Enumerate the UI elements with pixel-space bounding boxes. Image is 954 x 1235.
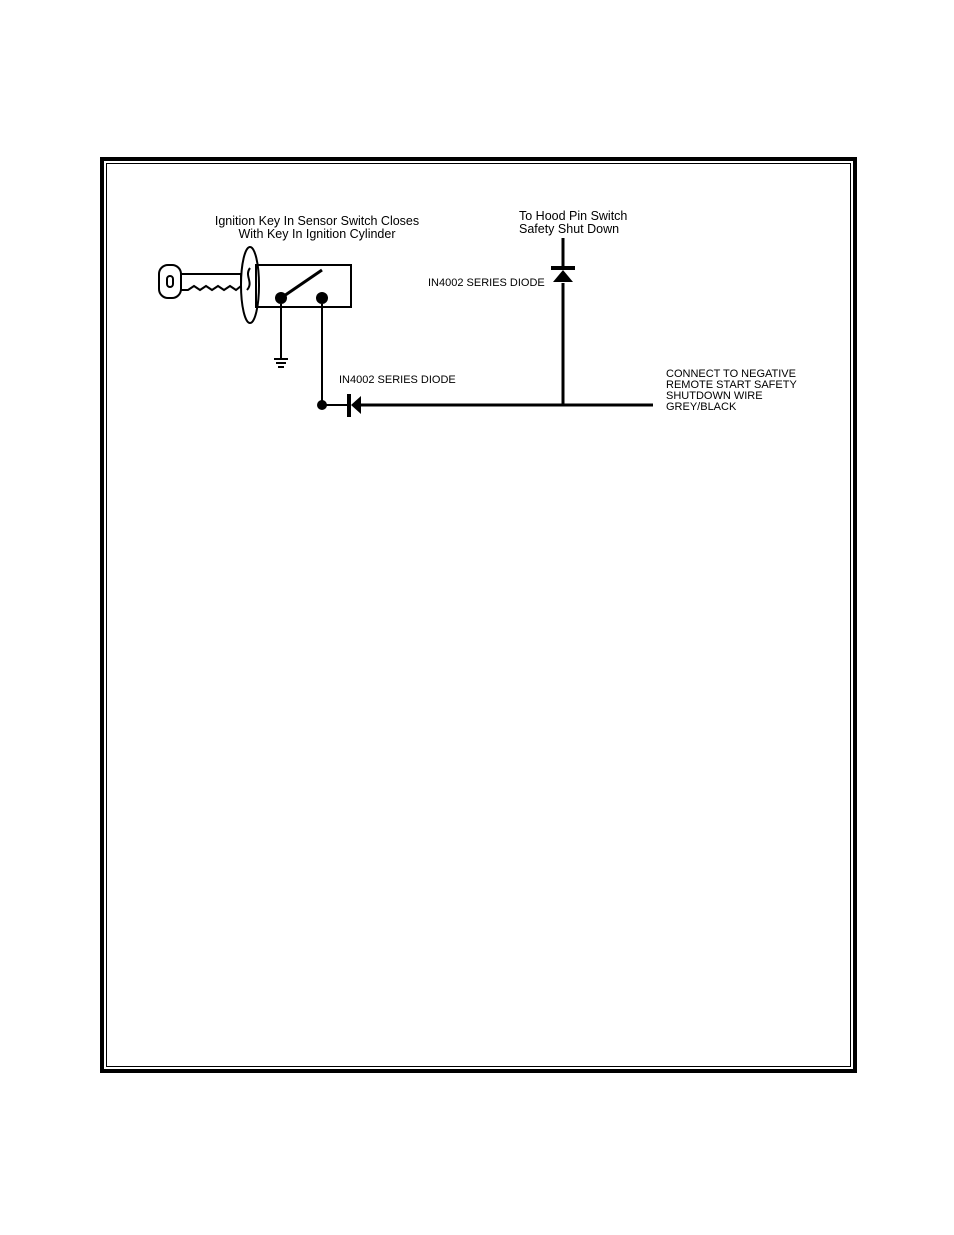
- diode-bottom-label: IN4002 SERIES DIODE: [339, 374, 456, 387]
- sensor-label-line2: With Key In Ignition Cylinder: [207, 228, 427, 241]
- ground-icon: [274, 304, 288, 367]
- hood-label-line2: Safety Shut Down: [519, 223, 627, 236]
- sensor-label: Ignition Key In Sensor Switch Closes Wit…: [207, 215, 427, 241]
- diode-icon: [347, 394, 361, 417]
- connect-label: CONNECT TO NEGATIVE REMOTE START SAFETY …: [666, 369, 797, 413]
- switch-icon: [256, 265, 351, 307]
- diode-top-label: IN4002 SERIES DIODE: [428, 277, 545, 290]
- connect-label-line4: GREY/BLACK: [666, 402, 797, 413]
- key-icon: [159, 265, 241, 298]
- diode-icon: [551, 266, 575, 282]
- hood-label: To Hood Pin Switch Safety Shut Down: [519, 210, 627, 236]
